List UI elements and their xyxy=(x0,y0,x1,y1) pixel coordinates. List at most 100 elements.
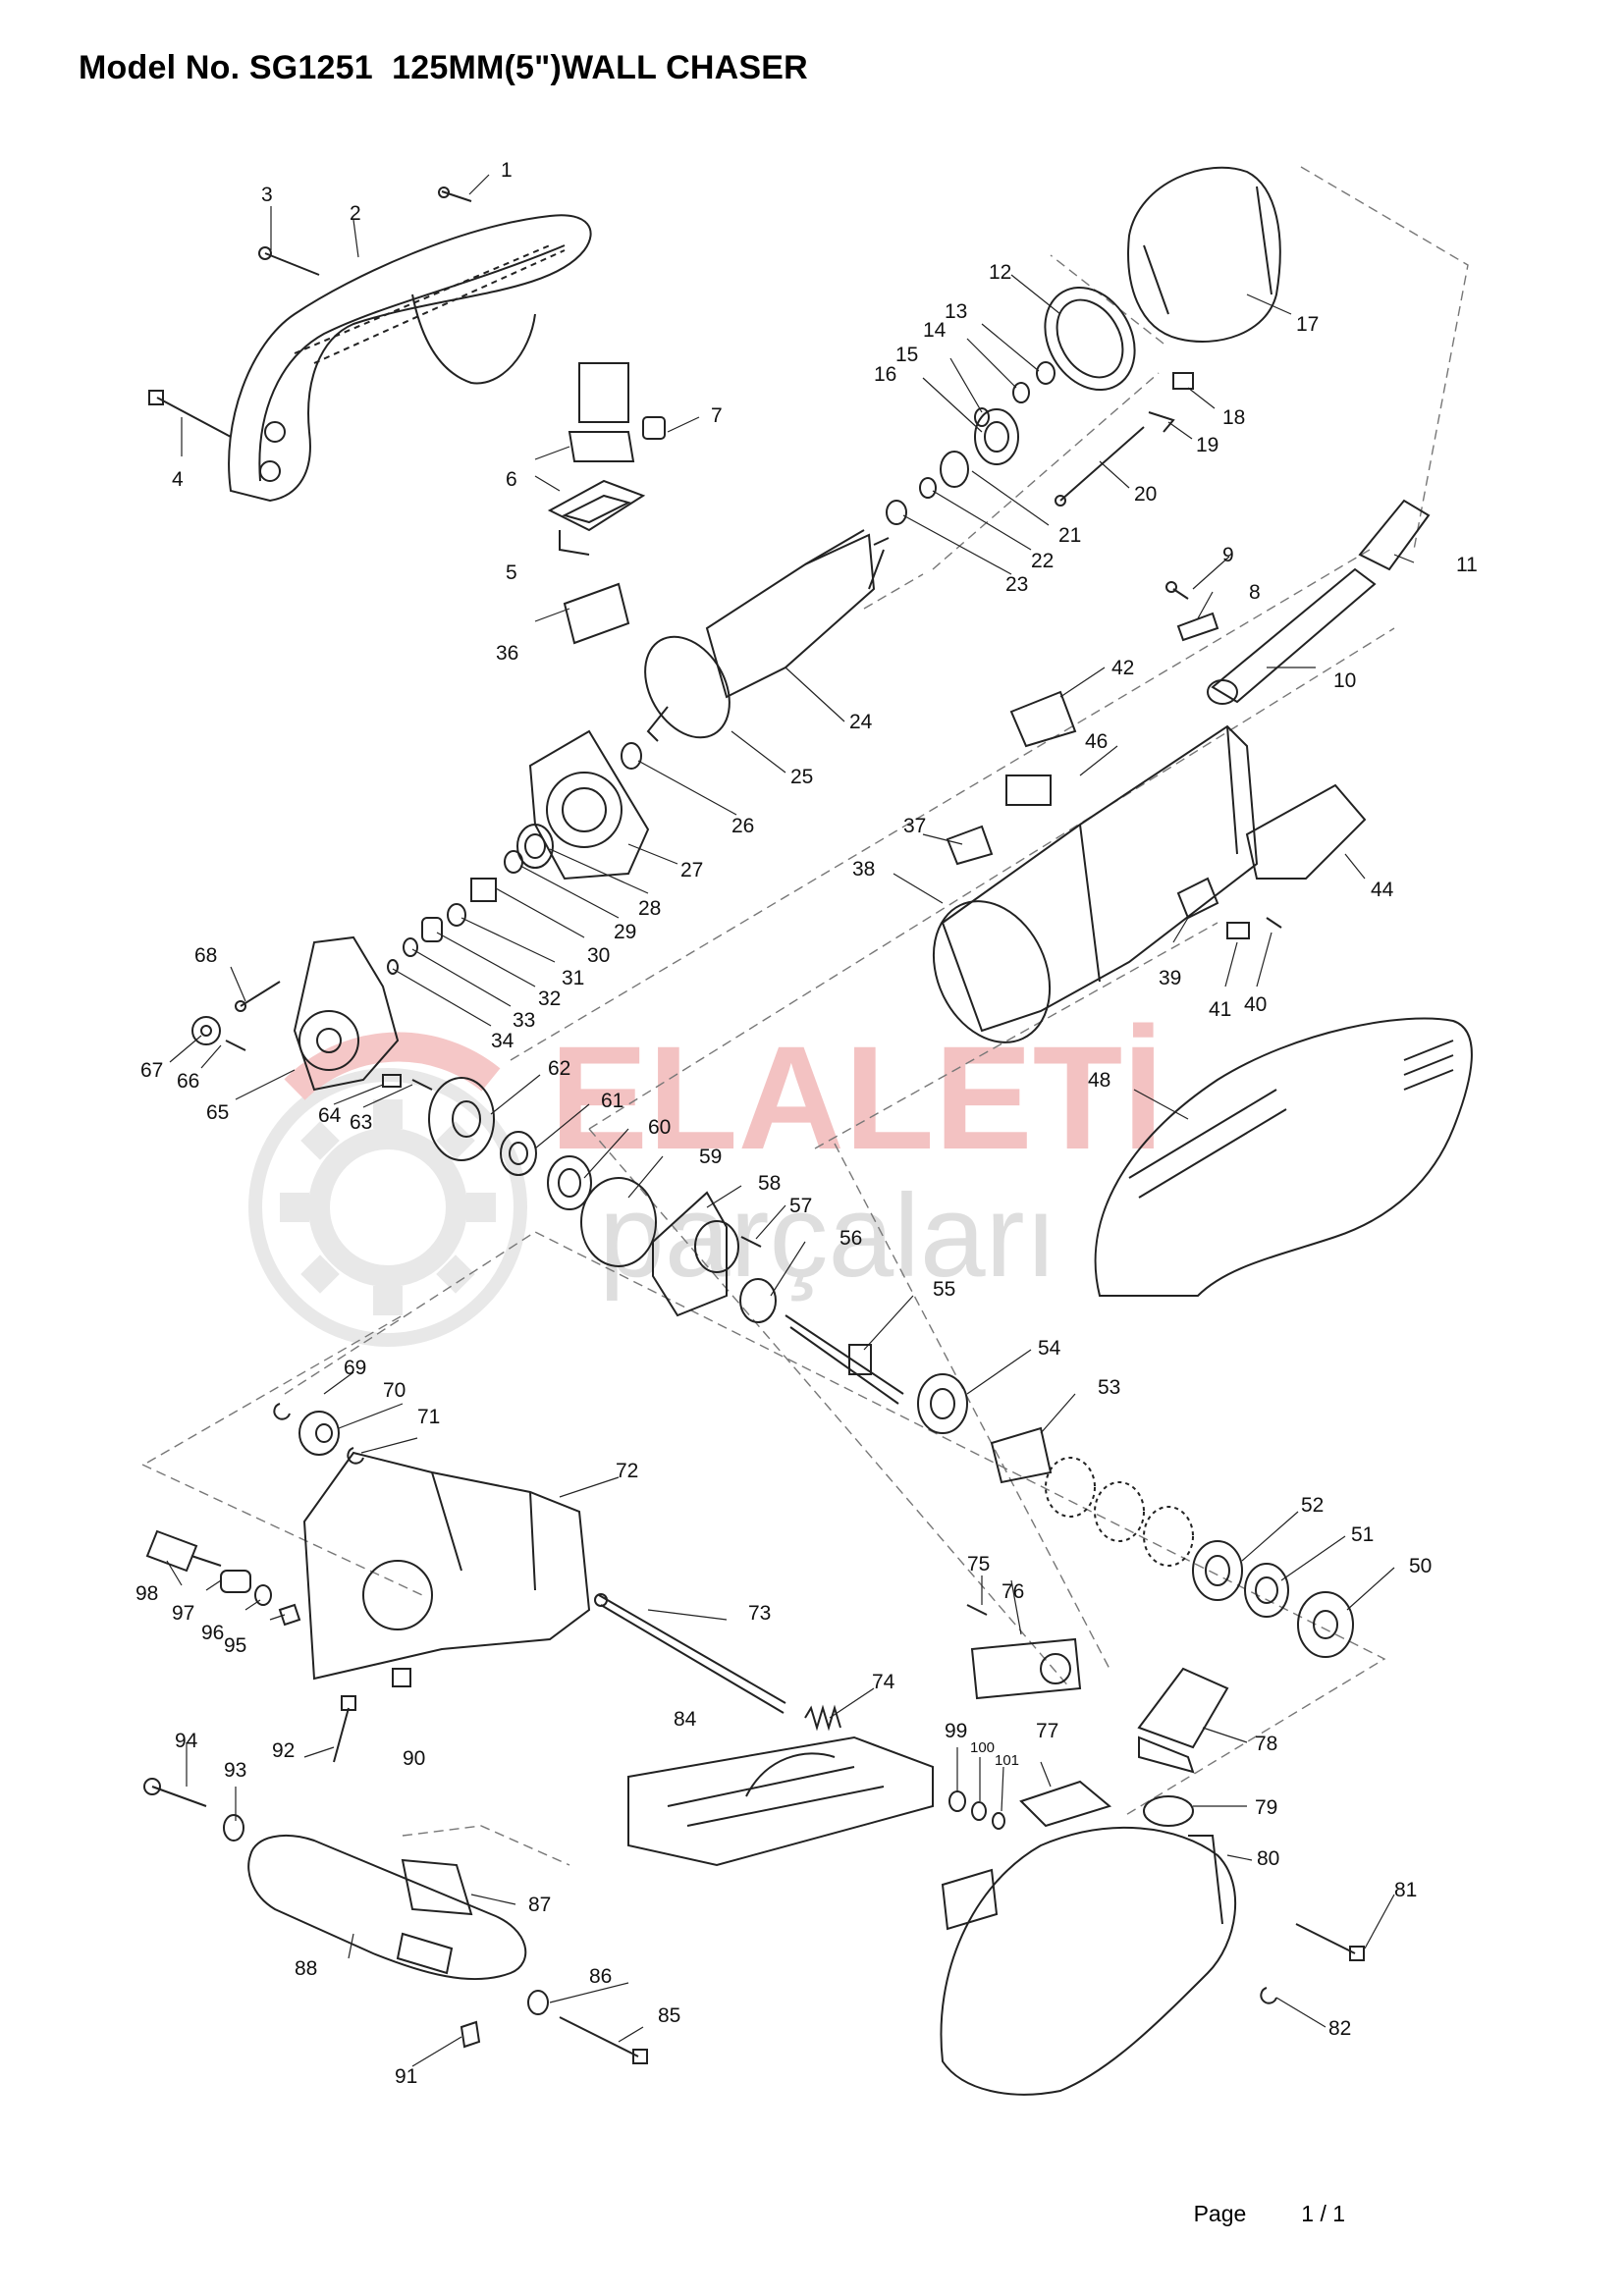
part-number-label-11: 11 xyxy=(1456,554,1478,576)
wheel-guard-part-80 xyxy=(940,1826,1237,2096)
washer-part-15 xyxy=(974,407,990,427)
part-number-label-2: 2 xyxy=(350,202,361,225)
page-title: Model No. SG1251 125MM(5")WALL CHASER xyxy=(79,49,808,86)
part-number-label-63: 63 xyxy=(350,1111,372,1134)
housing-cover-part-48 xyxy=(1094,1017,1473,1297)
baffle-part-12 xyxy=(1044,286,1136,392)
part-number-label-17: 17 xyxy=(1296,313,1319,336)
part-number-label-38: 38 xyxy=(852,858,875,881)
sleeve-part-97 xyxy=(220,1570,251,1593)
part-number-label-4: 4 xyxy=(172,468,184,491)
washer-part-13 xyxy=(1036,361,1056,385)
part-number-label-28: 28 xyxy=(638,897,661,920)
clamp-part-8 xyxy=(1176,612,1219,642)
watermark-line1: ELALETİ xyxy=(550,1015,1164,1180)
armature-part-24 xyxy=(644,529,890,742)
part-number-label-61: 61 xyxy=(601,1090,623,1112)
part-number-label-72: 72 xyxy=(616,1460,638,1482)
bracket-part-76 xyxy=(970,1637,1082,1700)
base-part-84 xyxy=(627,1735,934,1867)
part-number-label-60: 60 xyxy=(648,1116,671,1139)
bolt-part-20 xyxy=(1055,426,1145,507)
part-number-label-86: 86 xyxy=(589,1965,612,1988)
part-number-label-27: 27 xyxy=(680,859,703,881)
part-number-label-7: 7 xyxy=(711,404,723,427)
washer-part-86 xyxy=(527,1990,549,2015)
ring-part-61 xyxy=(500,1131,537,1176)
bearing-part-60 xyxy=(547,1155,592,1210)
bolt-part-92 xyxy=(333,1695,356,1763)
part-number-label-75: 75 xyxy=(967,1553,990,1575)
part-number-label-5: 5 xyxy=(506,561,517,584)
part-number-label-69: 69 xyxy=(344,1357,366,1379)
ring-part-31 xyxy=(447,903,466,927)
part-number-label-56: 56 xyxy=(839,1227,862,1250)
screw-part-40 xyxy=(1266,917,1282,929)
roller-part-70 xyxy=(298,1411,340,1456)
shaft-part-73 xyxy=(594,1593,786,1714)
lock-part-66 xyxy=(191,1016,221,1045)
part-number-label-88: 88 xyxy=(295,1957,317,1980)
side-handle-part-88 xyxy=(247,1835,527,1981)
washer-part-56 xyxy=(739,1278,777,1323)
part-number-label-66: 66 xyxy=(177,1070,199,1093)
button-part-7 xyxy=(642,416,666,440)
gear-part-62 xyxy=(428,1077,495,1161)
bearing-box-part-58 xyxy=(652,1191,739,1317)
bearing-part-16 xyxy=(974,408,1019,465)
gear-housing-part-65 xyxy=(293,935,400,1092)
bolt-part-85 xyxy=(559,2016,648,2064)
part-number-label-29: 29 xyxy=(614,921,636,943)
part-number-label-90: 90 xyxy=(403,1747,425,1770)
part-number-label-98: 98 xyxy=(135,1582,158,1605)
part-number-label-93: 93 xyxy=(224,1759,246,1782)
holder-part-36 xyxy=(563,582,630,645)
switch-part-6 xyxy=(568,362,635,462)
part-number-label-13: 13 xyxy=(945,300,967,323)
part-number-label-91: 91 xyxy=(395,2065,417,2088)
part-number-label-36: 36 xyxy=(496,642,518,665)
ring-part-82 xyxy=(1260,1987,1277,2004)
part-number-label-73: 73 xyxy=(748,1602,771,1625)
motor-housing-part-38 xyxy=(932,724,1259,1043)
part-number-label-32: 32 xyxy=(538,988,561,1010)
leader-lines xyxy=(166,174,1415,2067)
part-number-label-74: 74 xyxy=(872,1671,895,1693)
pin-part-63 xyxy=(411,1079,433,1091)
assembly-guide-lines xyxy=(141,166,1469,1866)
part-number-label-20: 20 xyxy=(1134,483,1157,506)
part-number-label-95: 95 xyxy=(224,1634,246,1657)
part-number-label-48: 48 xyxy=(1088,1069,1110,1092)
page-label: Page xyxy=(1193,2201,1247,2226)
part-number-labels: 1234567891011121314151617181920212223242… xyxy=(135,159,1478,2088)
part-number-label-84: 84 xyxy=(674,1708,697,1731)
part-number-label-100: 100 xyxy=(970,1739,995,1756)
part-number-label-42: 42 xyxy=(1111,657,1134,679)
seal-part-79 xyxy=(1143,1795,1194,1827)
part-number-label-80: 80 xyxy=(1257,1847,1279,1870)
part-number-label-53: 53 xyxy=(1098,1376,1120,1399)
part-number-label-51: 51 xyxy=(1351,1523,1374,1546)
plate-part-42 xyxy=(1009,690,1077,748)
ring-part-54 xyxy=(917,1373,968,1434)
part-number-label-1: 1 xyxy=(501,159,513,182)
washer-part-96 xyxy=(254,1584,272,1606)
flange-part-51 xyxy=(1244,1563,1289,1618)
part-number-label-96: 96 xyxy=(201,1622,224,1644)
screw-part-57 xyxy=(740,1236,762,1248)
part-number-label-34: 34 xyxy=(491,1030,514,1052)
bolt-part-94 xyxy=(143,1778,207,1807)
part-number-label-79: 79 xyxy=(1255,1796,1277,1819)
ring-part-99 xyxy=(948,1790,966,1812)
handle-part-10 xyxy=(1207,567,1377,705)
part-number-label-3: 3 xyxy=(261,184,273,206)
washer-part-26 xyxy=(621,742,642,770)
part-number-label-85: 85 xyxy=(658,2004,680,2027)
guard-part-72 xyxy=(302,1451,591,1681)
part-number-label-82: 82 xyxy=(1328,2017,1351,2040)
brush-cap-part-41 xyxy=(1226,922,1250,939)
knob-part-98 xyxy=(145,1529,222,1573)
ring-part-69 xyxy=(273,1403,291,1420)
ring-part-71 xyxy=(347,1447,364,1465)
